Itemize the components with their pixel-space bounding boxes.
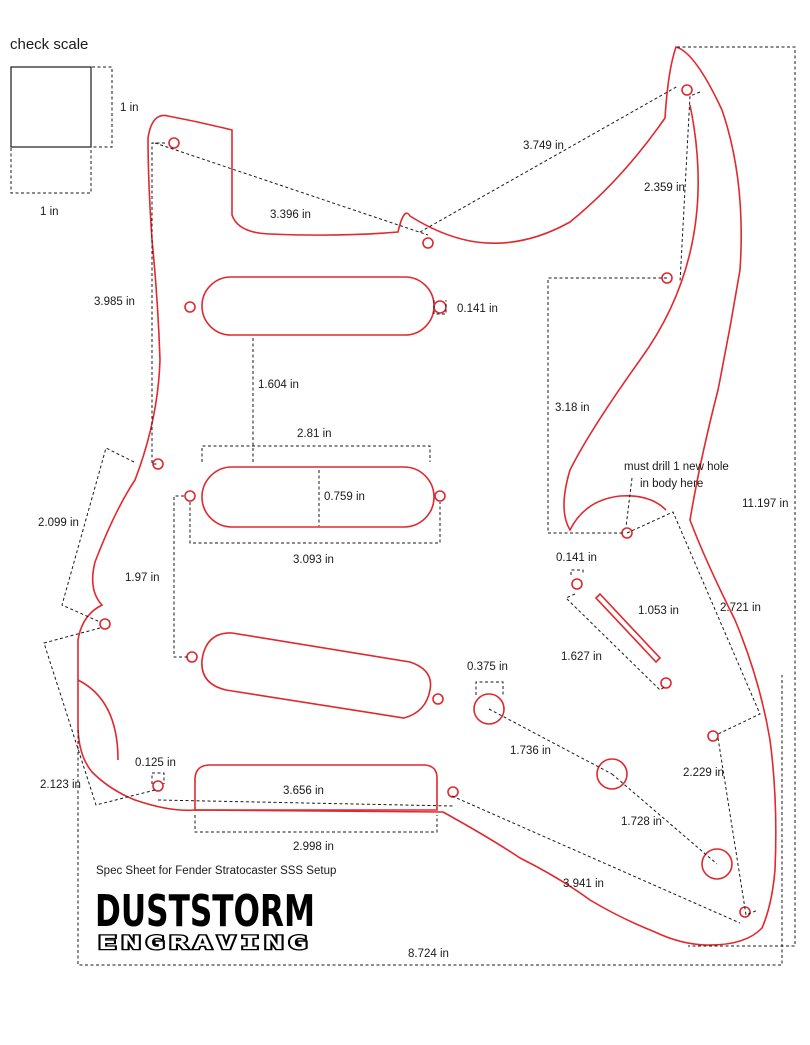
dim-line	[570, 569, 584, 575]
switch-screw-hole	[660, 677, 672, 689]
pickguard-outline	[77, 46, 777, 946]
dim-label: 1.728 in	[621, 816, 662, 828]
dim-label: 1.053 in	[638, 605, 679, 617]
dim-line	[626, 511, 761, 735]
screw-hole	[661, 272, 673, 284]
tone-pot-hole	[596, 758, 628, 790]
dim-line	[201, 445, 431, 462]
screw-hole	[152, 780, 164, 792]
dim-label: 2.359 in	[644, 182, 685, 194]
spec-sheet-title: Spec Sheet for Fender Stratocaster SSS S…	[96, 865, 336, 877]
dim-label: 2.998 in	[293, 841, 334, 853]
check-scale-height-dim	[92, 66, 113, 148]
dim-line	[77, 675, 783, 966]
dim-line	[547, 277, 667, 534]
dim-line	[194, 815, 438, 833]
middle-pickup-cutout	[201, 466, 435, 528]
control-cavity	[194, 764, 438, 811]
pickguard-lower-arc	[77, 679, 119, 761]
dim-label: 0.759 in	[324, 491, 365, 503]
annotation-leader	[625, 477, 633, 528]
dim-line	[611, 773, 718, 865]
dim-line	[189, 502, 441, 544]
dim-line	[173, 495, 188, 658]
dim-line	[488, 708, 613, 775]
dim-label: 1.604 in	[258, 379, 299, 391]
screw-hole	[707, 730, 719, 742]
dim-label: 0.375 in	[467, 661, 508, 673]
annotation-line-2: in body here	[640, 478, 703, 490]
pickup-screw-hole	[434, 490, 446, 502]
screw-hole	[99, 618, 111, 630]
dim-line	[157, 799, 454, 807]
dim-line	[151, 772, 165, 784]
switch-slot	[594, 592, 662, 664]
annotation-line-1: must drill 1 new hole	[624, 461, 729, 473]
dim-label: 2.229 in	[683, 767, 724, 779]
switch-screw-hole	[571, 578, 583, 590]
dim-line	[61, 447, 135, 623]
dim-line	[154, 142, 429, 236]
dim-line	[433, 300, 447, 315]
dim-label: 3.656 in	[283, 785, 324, 797]
dim-line	[451, 795, 741, 924]
dim-label: 3.941 in	[563, 878, 604, 890]
dim-label: 0.141 in	[556, 552, 597, 564]
dim-label: 0.141 in	[457, 303, 498, 315]
screw-hole	[422, 237, 434, 249]
dim-line	[679, 91, 701, 283]
tone-pot-hole	[701, 848, 733, 880]
check-scale-square	[10, 66, 92, 148]
pickup-screw-hole	[186, 651, 198, 663]
dim-line	[475, 681, 504, 695]
screw-hole	[447, 786, 459, 798]
dim-label: 8.724 in	[408, 948, 449, 960]
dim-label: 2.81 in	[297, 428, 332, 440]
bridge-pickup-cutout	[201, 632, 432, 719]
pickup-screw-hole	[432, 693, 444, 705]
logo-duststorm: DUSTSTORM	[95, 886, 315, 937]
dim-label: 3.18 in	[555, 402, 590, 414]
dim-label: 1.97 in	[125, 572, 160, 584]
dim-label: 0.125 in	[135, 757, 176, 769]
dim-line	[151, 142, 165, 465]
volume-pot-hole	[473, 693, 505, 725]
check-scale-height-label: 1 in	[120, 102, 139, 114]
check-scale-width-label: 1 in	[40, 206, 59, 218]
check-scale-width-dim	[10, 148, 92, 194]
screw-hole	[681, 84, 693, 96]
dim-label: 2.123 in	[40, 779, 81, 791]
neck-pickup-cutout	[201, 276, 435, 336]
screw-hole	[152, 458, 164, 470]
horn-curve	[563, 104, 699, 532]
dim-label: 3.093 in	[293, 554, 334, 566]
dim-line	[717, 737, 759, 916]
dim-label: 2.099 in	[38, 517, 79, 529]
check-scale-title: check scale	[10, 36, 88, 53]
dim-label: 1.627 in	[561, 651, 602, 663]
dim-label: 3.985 in	[94, 296, 135, 308]
dim-label: 3.396 in	[270, 209, 311, 221]
pickup-screw-hole	[433, 300, 447, 314]
dim-line	[677, 46, 796, 947]
dim-line	[565, 593, 667, 691]
dim-label: 3.749 in	[523, 140, 564, 152]
dim-label: 1.736 in	[510, 745, 551, 757]
dim-label: 11.197 in	[742, 498, 788, 510]
dim-line	[43, 627, 156, 806]
logo-engraving: ENGRAVING	[98, 932, 312, 954]
dim-line	[419, 85, 679, 233]
pickup-screw-hole	[184, 490, 196, 502]
screw-hole	[168, 137, 180, 149]
dim-label: 2.721 in	[720, 602, 761, 614]
pickup-screw-hole	[184, 301, 196, 313]
